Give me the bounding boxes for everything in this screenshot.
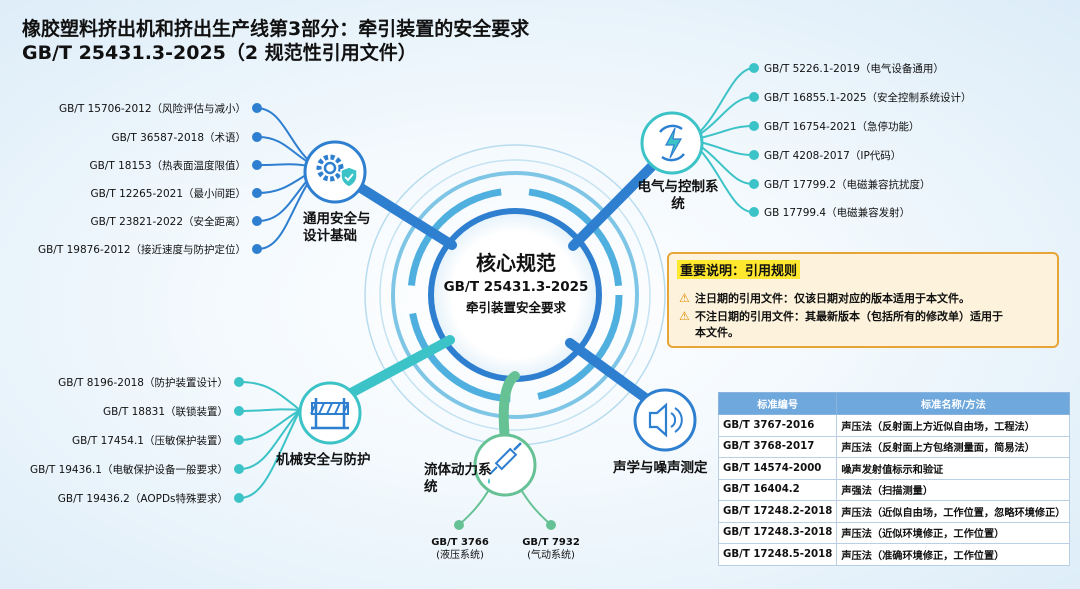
- branch-acoustic-label: 声学与噪声测定: [613, 460, 708, 476]
- branch-acoustic: [565, 338, 660, 410]
- notice-line-2-cont: 本文件。: [695, 326, 739, 339]
- electrical-item-6: GB 17799.4（电磁兼容发射）: [764, 207, 911, 219]
- electrical-item-5: GB/T 17799.2（电磁兼容抗扰度）: [764, 179, 931, 191]
- branch-fluid: [498, 371, 520, 445]
- page-title: 橡胶塑料挤出机和挤出生产线第3部分：牵引装置的安全要求: [22, 18, 530, 40]
- electrical-item-2: GB/T 16855.1-2025（安全控制系统设计）: [764, 92, 972, 104]
- mechanical-item-3: GB/T 17454.1（压敏保护装置）: [71, 435, 228, 447]
- notice-line-2: 不注日期的引用文件：其最新版本（包括所有的修改单）适用于: [695, 310, 1003, 323]
- middle-ring: [391, 171, 639, 419]
- segmented-ring: [407, 187, 623, 403]
- general-item-5: GB/T 23821-2022（安全距离）: [90, 216, 246, 228]
- branch-mechanical: [333, 335, 455, 405]
- mechanical-item-1: GB/T 8196-2018（防护装置设计）: [58, 377, 228, 389]
- warning-icon: ⚠: [679, 291, 690, 305]
- core-node: 核心规范 GB/T 25431.3-2025 牵引装置安全要求: [441, 247, 591, 316]
- core-subtitle: 牵引装置安全要求: [465, 300, 566, 315]
- notice-line-1: 注日期的引用文件：仅该日期对应的版本适用于本文件。: [695, 292, 970, 305]
- warning-icon: ⚠: [679, 309, 690, 323]
- electrical-item-4: GB/T 4208-2017（IP代码）: [764, 150, 902, 162]
- fluid-item-2: GB/T 7932(气动系统): [522, 537, 580, 561]
- lightning-cycle-icon: [640, 111, 704, 175]
- notice-heading: 重要说明：引用规则: [677, 260, 801, 279]
- mechanical-leaf-lines: [239, 381, 301, 499]
- core-label: 核心规范: [476, 251, 556, 275]
- branch-fluid-label: 流体动力系统: [424, 462, 492, 495]
- branch-general: [340, 173, 457, 250]
- general-item-6: GB/T 19876-2012（接近速度与防护定位）: [37, 244, 246, 256]
- syringe-icon: [473, 433, 537, 497]
- gear-shield-icon: [303, 140, 367, 204]
- branch-mechanical-label: 机械安全与防护: [276, 452, 371, 468]
- branch-electrical-label: 电气与控制系统: [637, 179, 719, 212]
- mechanical-item-2: GB/T 18831（联锁装置）: [102, 406, 228, 418]
- core-code: GB/T 25431.3-2025: [443, 279, 589, 295]
- mechanical-item-4: GB/T 19436.1（电敏保护设备一般要求）: [29, 464, 228, 476]
- branch-general-label: 通用安全与设计基础: [303, 211, 371, 244]
- general-item-2: GB/T 36587-2018（术语）: [111, 132, 246, 144]
- mechanical-item-5: GB/T 19436.2（AOPDs特殊要求）: [57, 493, 228, 505]
- general-item-4: GB/T 12265-2021（最小间距）: [90, 188, 246, 200]
- table-header-name: 标准名称/方法: [836, 392, 1071, 415]
- page-subtitle: GB/T 25431.3-2025（2 规范性引用文件）: [22, 42, 417, 64]
- barrier-icon: [298, 381, 362, 445]
- speaker-icon: [633, 388, 697, 452]
- general-item-3: GB/T 18153（热表面温度限值）: [89, 160, 246, 172]
- electrical-item-3: GB/T 16754-2021（急停功能）: [764, 121, 920, 133]
- outer-ring-2: [379, 159, 651, 431]
- table-header-code: 标准编号: [717, 392, 838, 415]
- general-item-1: GB/T 15706-2012（风险评估与减小）: [58, 103, 246, 115]
- fluid-item-1: GB/T 3766(液压系统): [431, 537, 489, 561]
- citation-rule-notice: 重要说明：引用规则 ⚠ 注日期的引用文件：仅该日期对应的版本适用于本文件。 ⚠ 不注…: [667, 252, 1059, 348]
- electrical-item-1: GB/T 5226.1-2019（电气设备通用）: [764, 63, 944, 75]
